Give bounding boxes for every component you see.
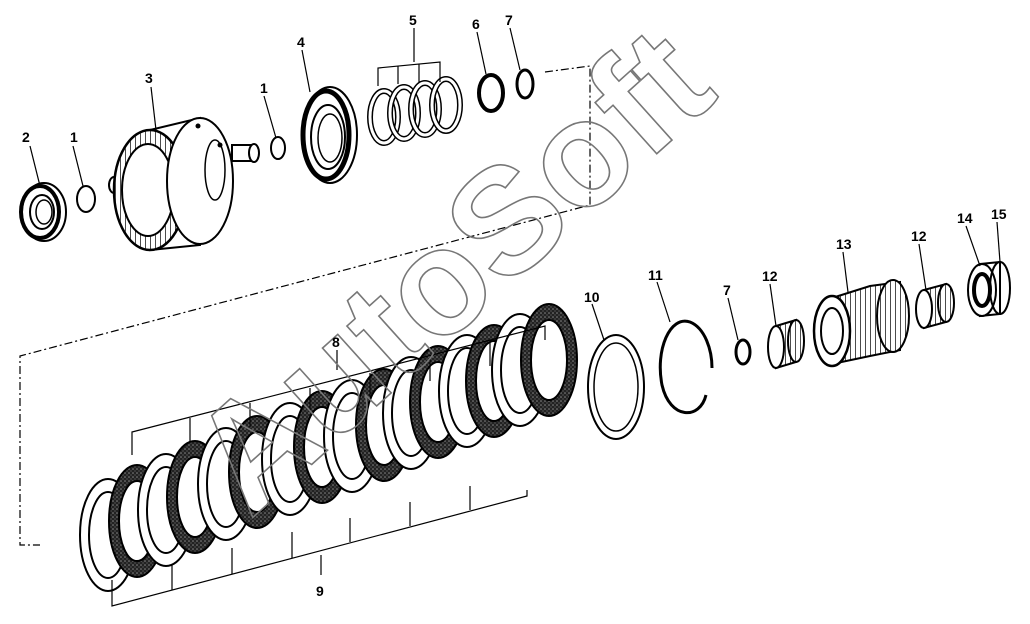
part-14-15-bearing [967, 260, 1011, 318]
part-1-ring-right [270, 136, 286, 160]
callout-12-right: 12 [911, 228, 927, 244]
part-4-seal [300, 86, 358, 184]
callout-1-left: 1 [70, 129, 78, 145]
part-7-snap-ring-bottom [734, 338, 752, 366]
callout-12-left: 12 [762, 268, 778, 284]
part-3-geared-drum [108, 116, 260, 252]
callout-labels: 2 1 3 1 4 5 6 7 8 9 10 11 7 12 13 12 14 … [22, 12, 1007, 599]
callout-5: 5 [409, 12, 417, 28]
callout-10: 10 [584, 289, 600, 305]
part-1-ring-left [76, 185, 96, 213]
part-6-ring [477, 73, 505, 113]
part-12-needle-bearing-left [767, 318, 805, 370]
callout-15: 15 [991, 206, 1007, 222]
callout-7-top: 7 [505, 12, 513, 28]
part-10-backing-plate [587, 334, 645, 440]
callout-1-right: 1 [260, 80, 268, 96]
callout-9: 9 [316, 583, 324, 599]
callout-8: 8 [332, 334, 340, 350]
part-11-large-snap-ring [658, 319, 714, 414]
callout-14: 14 [957, 210, 973, 226]
callout-13: 13 [836, 236, 852, 252]
callout-4: 4 [297, 34, 305, 50]
assembly-boundary-line [19, 65, 591, 546]
callout-2: 2 [22, 129, 30, 145]
part-2-bearing [19, 182, 67, 242]
part-13-gear-hub [812, 279, 910, 368]
callout-6: 6 [472, 16, 480, 32]
leader-lines [29, 27, 1001, 607]
callout-11: 11 [648, 267, 663, 283]
part-8-9-clutch-pack [79, 303, 578, 592]
part-7-snap-ring-top [515, 68, 535, 100]
callout-3: 3 [145, 70, 153, 86]
callout-7-bottom: 7 [723, 282, 731, 298]
part-12-needle-bearing-right [915, 282, 955, 330]
part-5-ring-set [367, 76, 463, 146]
